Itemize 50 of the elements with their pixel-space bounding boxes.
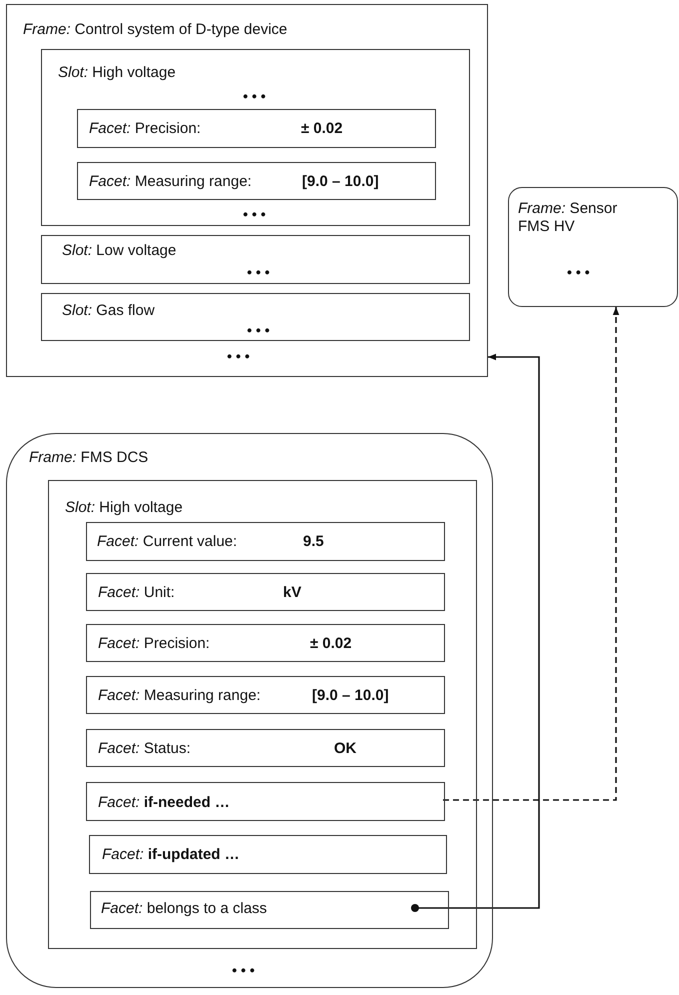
facet-label: Facet: Measuring range: bbox=[98, 687, 261, 705]
frame-label: Frame: Control system of D-type device bbox=[23, 21, 288, 39]
facet-label: Facet: belongs to a class bbox=[101, 900, 267, 918]
facet-label: Facet: Precision: bbox=[89, 120, 201, 138]
slot-box bbox=[41, 293, 470, 341]
ellipsis: ••• bbox=[227, 347, 254, 365]
slot-box bbox=[41, 49, 470, 226]
facet-value: ± 0.02 bbox=[310, 635, 352, 653]
arrow bbox=[411, 354, 540, 912]
facet-label: Facet: if-needed … bbox=[98, 794, 230, 812]
facet-value: 9.5 bbox=[303, 533, 324, 551]
facet-label: Facet: Status: bbox=[98, 740, 191, 758]
slot-label: Slot: Gas flow bbox=[62, 302, 155, 320]
frame-box bbox=[508, 187, 678, 307]
ellipsis: ••• bbox=[247, 321, 274, 339]
ellipsis: ••• bbox=[243, 87, 270, 105]
frame-box bbox=[6, 4, 488, 377]
facet-value: ± 0.02 bbox=[301, 120, 343, 138]
facet-box bbox=[86, 729, 445, 767]
facet-label: Facet: Unit: bbox=[98, 584, 175, 602]
facet-value: [9.0 – 10.0] bbox=[302, 173, 379, 191]
facet-box bbox=[77, 162, 436, 200]
facet-box bbox=[89, 835, 447, 874]
facet-box bbox=[86, 676, 445, 714]
frame-label: Frame: FMS DCS bbox=[29, 449, 148, 467]
slot-label: Slot: High voltage bbox=[65, 499, 183, 517]
facet-value: kV bbox=[283, 584, 302, 602]
facet-label: Facet: Precision: bbox=[98, 635, 210, 653]
facet-label: Facet: Measuring range: bbox=[89, 173, 252, 191]
facet-box bbox=[86, 782, 445, 821]
facet-box bbox=[86, 624, 445, 662]
ellipsis: ••• bbox=[232, 961, 259, 979]
ellipsis: ••• bbox=[247, 263, 274, 281]
ellipsis: ••• bbox=[567, 263, 594, 281]
facet-box bbox=[90, 891, 449, 929]
slot-label: Slot: High voltage bbox=[58, 64, 176, 82]
slot-box bbox=[41, 235, 470, 284]
facet-box bbox=[86, 522, 445, 561]
facet-box bbox=[77, 109, 436, 148]
frame-box bbox=[6, 433, 493, 988]
facet-label: Facet: Current value: bbox=[97, 533, 238, 551]
facet-value: OK bbox=[334, 740, 356, 758]
frame-label: Frame: Sensor FMS HV bbox=[518, 200, 618, 236]
facet-label: Facet: if-updated … bbox=[102, 846, 240, 864]
slot-label: Slot: Low voltage bbox=[62, 242, 176, 260]
facet-box bbox=[86, 573, 445, 611]
dashed-arrow bbox=[443, 307, 620, 801]
ellipsis: ••• bbox=[243, 205, 270, 223]
facet-value: [9.0 – 10.0] bbox=[312, 687, 389, 705]
slot-box bbox=[48, 480, 477, 949]
